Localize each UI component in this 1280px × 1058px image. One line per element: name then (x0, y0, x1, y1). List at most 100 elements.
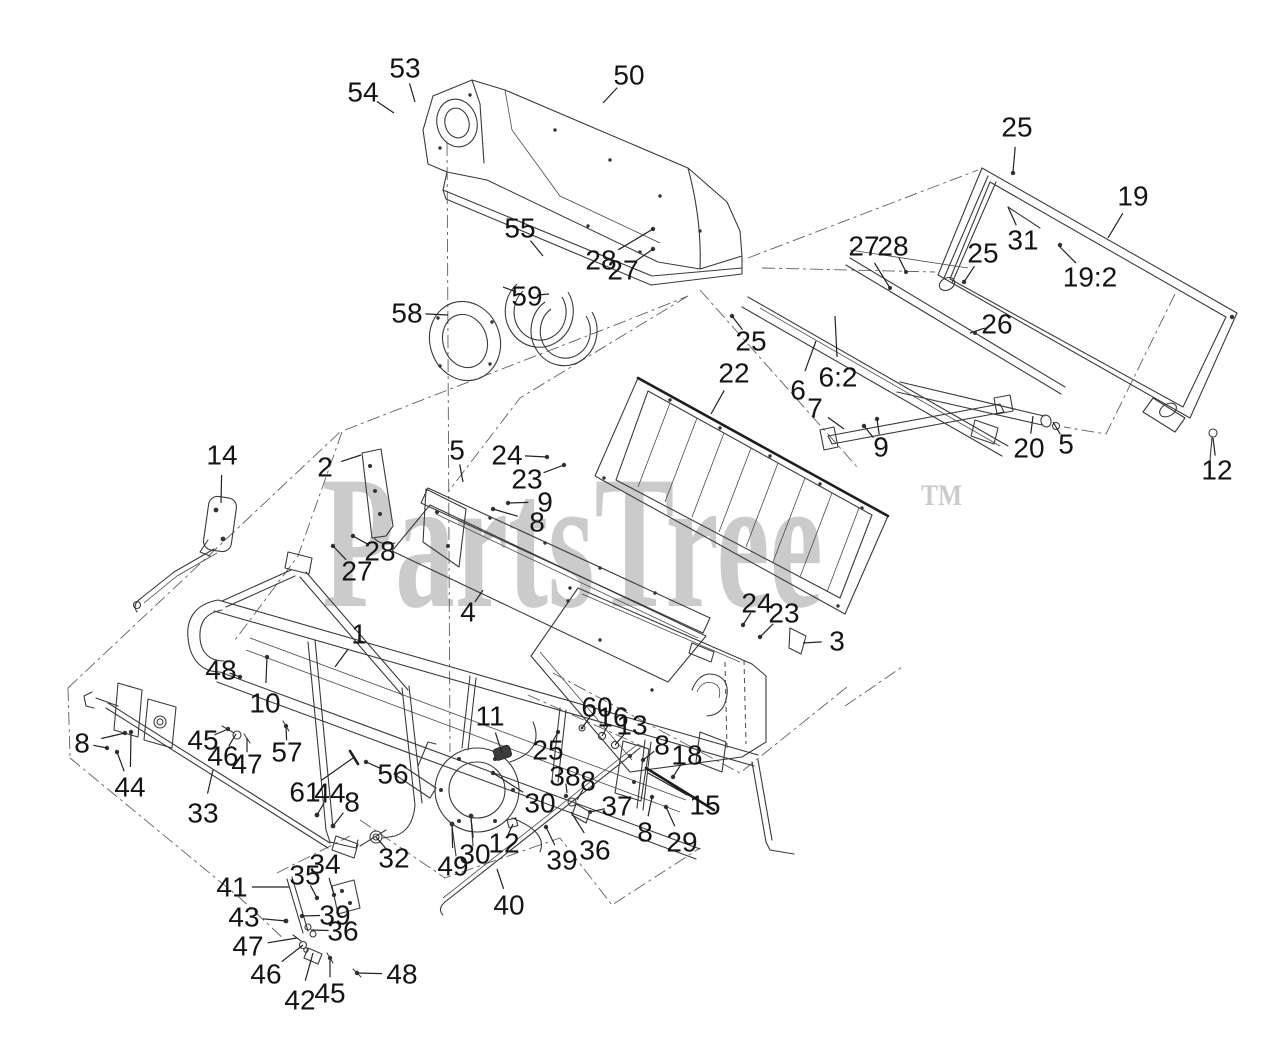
blower-hood-cover (422, 79, 743, 286)
part-label: 27 (341, 556, 372, 587)
leader-line (229, 672, 241, 678)
leader-line (863, 425, 874, 438)
leader-line (451, 825, 454, 849)
leader-line (665, 806, 676, 827)
leader-line (316, 802, 325, 816)
leader-line (581, 716, 591, 729)
part-label: 16 (597, 702, 628, 733)
part-label: 58 (391, 298, 422, 329)
side-panels-4-5 (391, 454, 711, 683)
part-label: 19:2 (1063, 262, 1118, 293)
leader-line (328, 877, 335, 896)
part-label: 40 (493, 890, 524, 921)
leader-line (507, 501, 529, 504)
leader-line (496, 868, 505, 889)
part-label: 47 (231, 749, 262, 780)
part-label: 4 (460, 597, 476, 628)
leader-line (301, 914, 321, 917)
part-label: 34 (309, 849, 340, 880)
leader-line (332, 545, 347, 561)
part-label: 27 (848, 231, 879, 262)
part-label: 36 (579, 835, 610, 866)
part-label: 46 (207, 741, 238, 772)
leader-line (116, 751, 125, 772)
part-label: 44 (314, 778, 345, 809)
leader-line (589, 808, 606, 813)
leader-line (969, 327, 986, 334)
part-label: 50 (613, 60, 644, 91)
part-label: 6:2 (819, 362, 858, 393)
part-label: 27 (607, 255, 638, 286)
part-label: 28 (585, 245, 616, 276)
leader-line (507, 823, 514, 835)
leader-line (304, 952, 314, 981)
part-label: 24 (491, 440, 522, 471)
part-label: 8 (580, 766, 596, 797)
leader-line (408, 83, 416, 103)
leader-line (617, 228, 654, 251)
part-label: 6 (790, 375, 806, 406)
part-label: 19 (1117, 181, 1148, 212)
part-label: 12 (488, 828, 519, 859)
leader-line (93, 744, 108, 749)
leader-line (267, 937, 298, 944)
part-label: 14 (206, 440, 237, 471)
leader-line (565, 783, 568, 794)
part-label: 26 (981, 309, 1012, 340)
part-label: 30 (459, 839, 490, 870)
part-label: 22 (718, 358, 749, 389)
part-label: 60 (581, 692, 612, 723)
leader-line (802, 641, 822, 644)
leader-line (220, 474, 223, 504)
leader-line (601, 725, 609, 737)
part-label: 13 (616, 710, 647, 741)
idler-bracket-15 (578, 724, 716, 812)
leader-line (570, 811, 585, 834)
leader-line (334, 648, 349, 668)
part-label: 57 (271, 737, 302, 768)
leader-line (265, 656, 268, 684)
part-label: 43 (228, 902, 259, 933)
part-label: 48 (386, 959, 417, 990)
part-label: 56 (377, 759, 408, 790)
part-label: 24 (741, 588, 772, 619)
leader-lines (93, 83, 1216, 981)
leader-line (834, 315, 838, 358)
part-label: 38 (549, 761, 580, 792)
leader-line (459, 464, 464, 483)
rear-frame-19 (937, 167, 1238, 473)
leader-line (876, 418, 880, 435)
leader-line (1012, 146, 1016, 173)
leader-line (352, 535, 369, 545)
part-label: 28 (877, 231, 908, 262)
part-label: 10 (249, 688, 280, 719)
part-label: 9 (537, 487, 553, 518)
part-label: 18 (671, 740, 702, 771)
part-label: 8 (74, 728, 90, 759)
leader-line (1052, 421, 1061, 435)
leader-line (281, 944, 304, 963)
leader-line (320, 757, 354, 781)
leader-line (356, 972, 383, 975)
leader-line (602, 87, 618, 104)
part-label: 1 (351, 619, 367, 650)
leader-line (536, 293, 550, 296)
part-label: 8 (529, 507, 545, 538)
part-label: 54 (347, 77, 378, 108)
part-label: 39 (319, 900, 350, 931)
leader-line (804, 340, 817, 372)
leader-line (551, 731, 559, 743)
part-label: 39 (546, 845, 577, 876)
part-label: 48 (205, 655, 236, 686)
part-label: 25 (1001, 112, 1032, 143)
support-rails (650, 226, 1066, 457)
leader-line (214, 728, 229, 736)
leader-line (332, 812, 344, 827)
leader-line (206, 769, 214, 794)
part-label: 25 (532, 735, 563, 766)
part-label: 28 (364, 536, 395, 567)
part-label: 2 (317, 452, 333, 483)
part-label: 46 (250, 959, 281, 990)
